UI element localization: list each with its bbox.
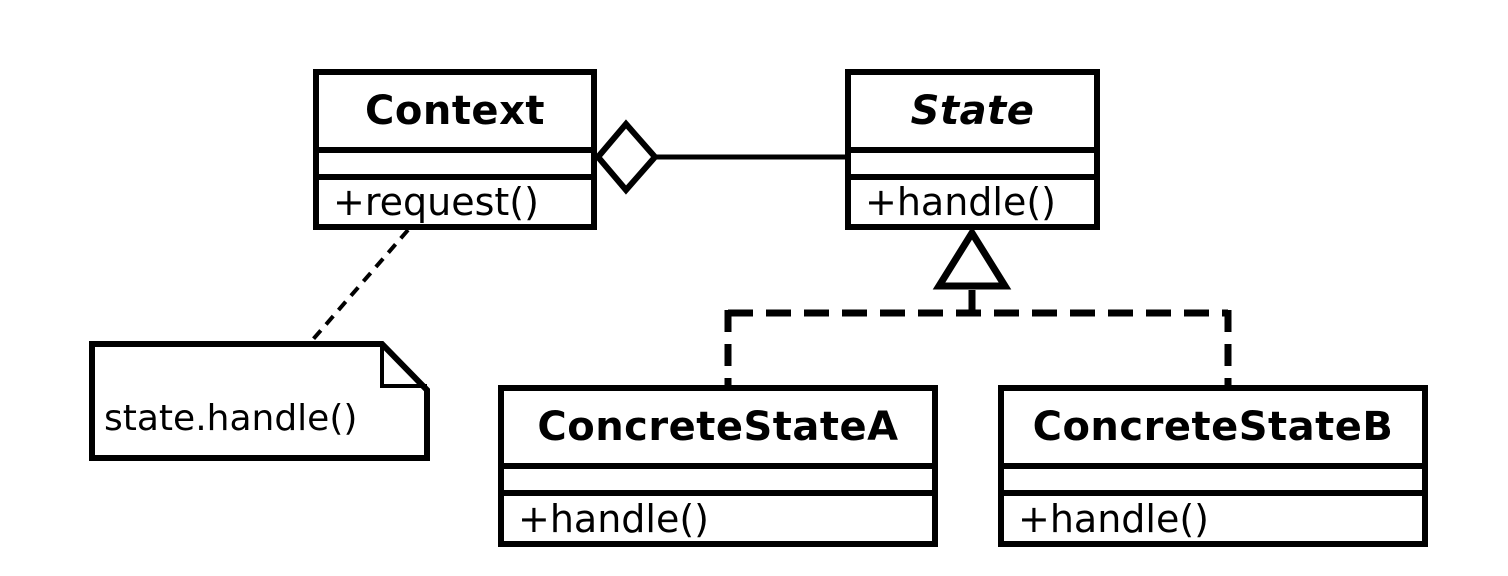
methods-compartment-concrete-state-b: +handle() (1004, 490, 1422, 541)
attributes-compartment-context (319, 147, 591, 174)
class-box-concrete-state-a: ConcreteStateA +handle() (498, 385, 938, 547)
note-anchor-dashed-line (307, 228, 410, 346)
class-name-concrete-state-a: ConcreteStateA (537, 404, 899, 450)
attributes-compartment-concrete-state-b (1004, 463, 1422, 490)
class-box-context: Context +request() (313, 69, 597, 230)
class-box-concrete-state-b: ConcreteStateB +handle() (998, 385, 1428, 547)
attributes-compartment-concrete-state-a (504, 463, 932, 490)
method-label-request: +request() (333, 180, 539, 224)
note-text: state.handle() (104, 398, 358, 439)
method-label-state-handle: +handle() (865, 180, 1057, 224)
methods-compartment-concrete-state-a: +handle() (504, 490, 932, 541)
aggregation-diamond-icon (594, 119, 659, 195)
note-fold-corner-icon (380, 344, 427, 388)
class-name-context: Context (365, 88, 545, 134)
class-name-state: State (910, 88, 1035, 134)
note-shape (89, 341, 430, 461)
generalization-triangle-icon (932, 226, 1012, 290)
methods-compartment-context: +request() (319, 174, 591, 224)
methods-compartment-state: +handle() (851, 174, 1094, 224)
method-label-concrete-a-handle: +handle() (518, 496, 710, 541)
class-name-concrete-state-b: ConcreteStateB (1032, 404, 1394, 450)
attributes-compartment-state (851, 147, 1094, 174)
method-label-concrete-b-handle: +handle() (1018, 496, 1210, 541)
class-box-state: State +handle() (845, 69, 1100, 230)
